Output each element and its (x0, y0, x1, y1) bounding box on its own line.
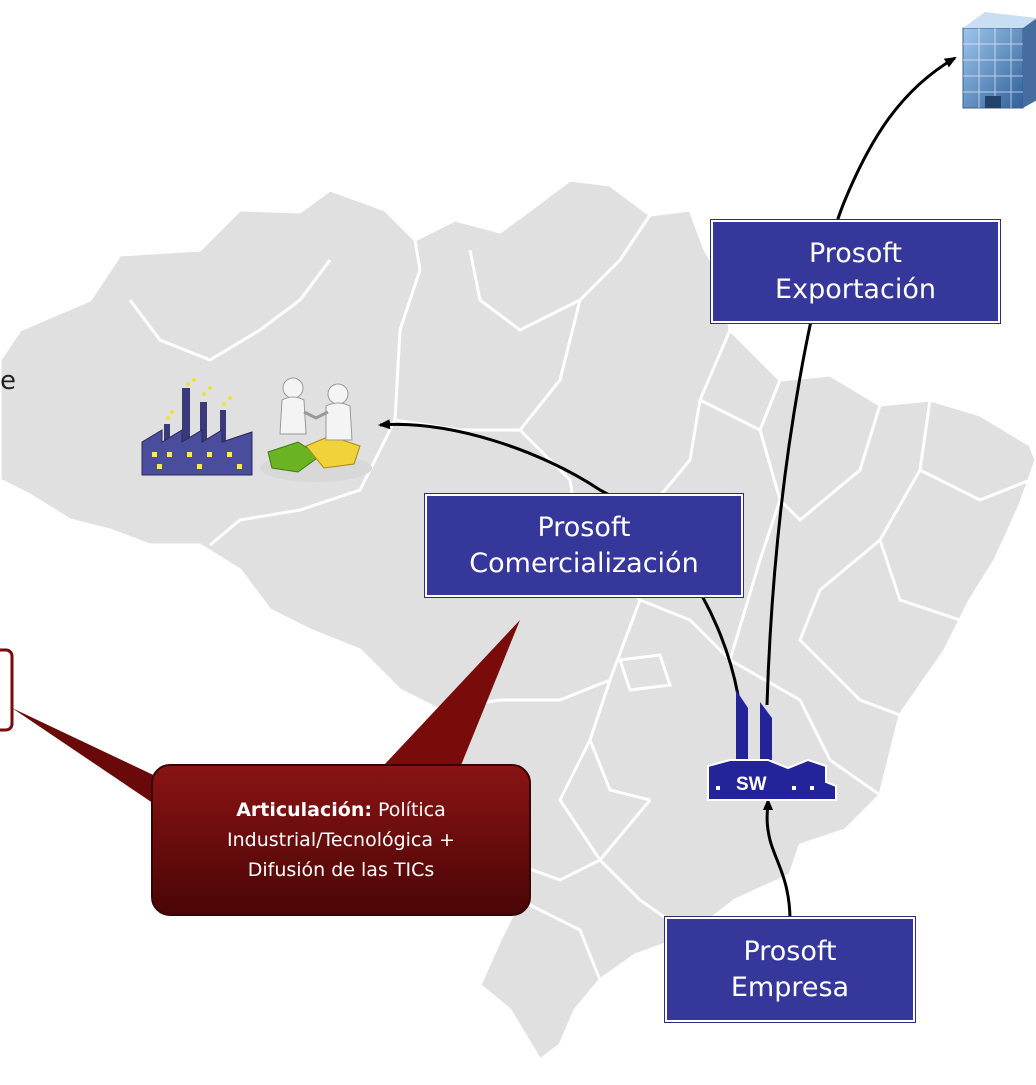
exportacion-line1: Prosoft (808, 237, 903, 269)
callout-box (151, 764, 531, 916)
callout-line1-rest: Política (371, 799, 446, 821)
arrow-from-empresa (762, 798, 792, 921)
handshake-puzzle-icon (260, 377, 372, 482)
comercializacion-line1: Prosoft (537, 511, 631, 543)
prosoft-empresa-box: Prosoft Empresa (665, 917, 915, 1022)
empresa-line2: Empresa (730, 971, 850, 1003)
callout-shape (0, 620, 531, 916)
arrow-to-industry (378, 419, 740, 696)
callout-line2: Industrial/Tecnológica + (227, 829, 455, 851)
prosoft-comercializacion-box: Prosoft Comercialización (425, 494, 743, 597)
callout-pointer-left (12, 708, 185, 820)
industry-pollution-icon (141, 378, 253, 476)
exportacion-line2: Exportación (775, 273, 936, 305)
articulacion-callout: Articulación: Política Industrial/Tecnol… (152, 765, 530, 915)
prosoft-exportacion-box: Prosoft Exportación (711, 220, 1000, 323)
map-silhouette (0, 178, 1036, 1063)
software-factory-label: SW (736, 774, 767, 795)
office-building-icon (962, 12, 1036, 109)
cut-off-text: e (0, 366, 16, 396)
empresa-line1: Prosoft (743, 935, 837, 967)
callout-line1: Articulación: Política (152, 795, 530, 825)
callout-line3: Difusión de las TICs (247, 859, 435, 881)
left-callout-edge (0, 648, 14, 732)
callout-bold: Articulación: (236, 799, 372, 821)
comercializacion-line2: Comercialización (469, 547, 699, 579)
software-factory-icon: SW (707, 690, 837, 801)
callout-pointer-top (370, 620, 520, 780)
